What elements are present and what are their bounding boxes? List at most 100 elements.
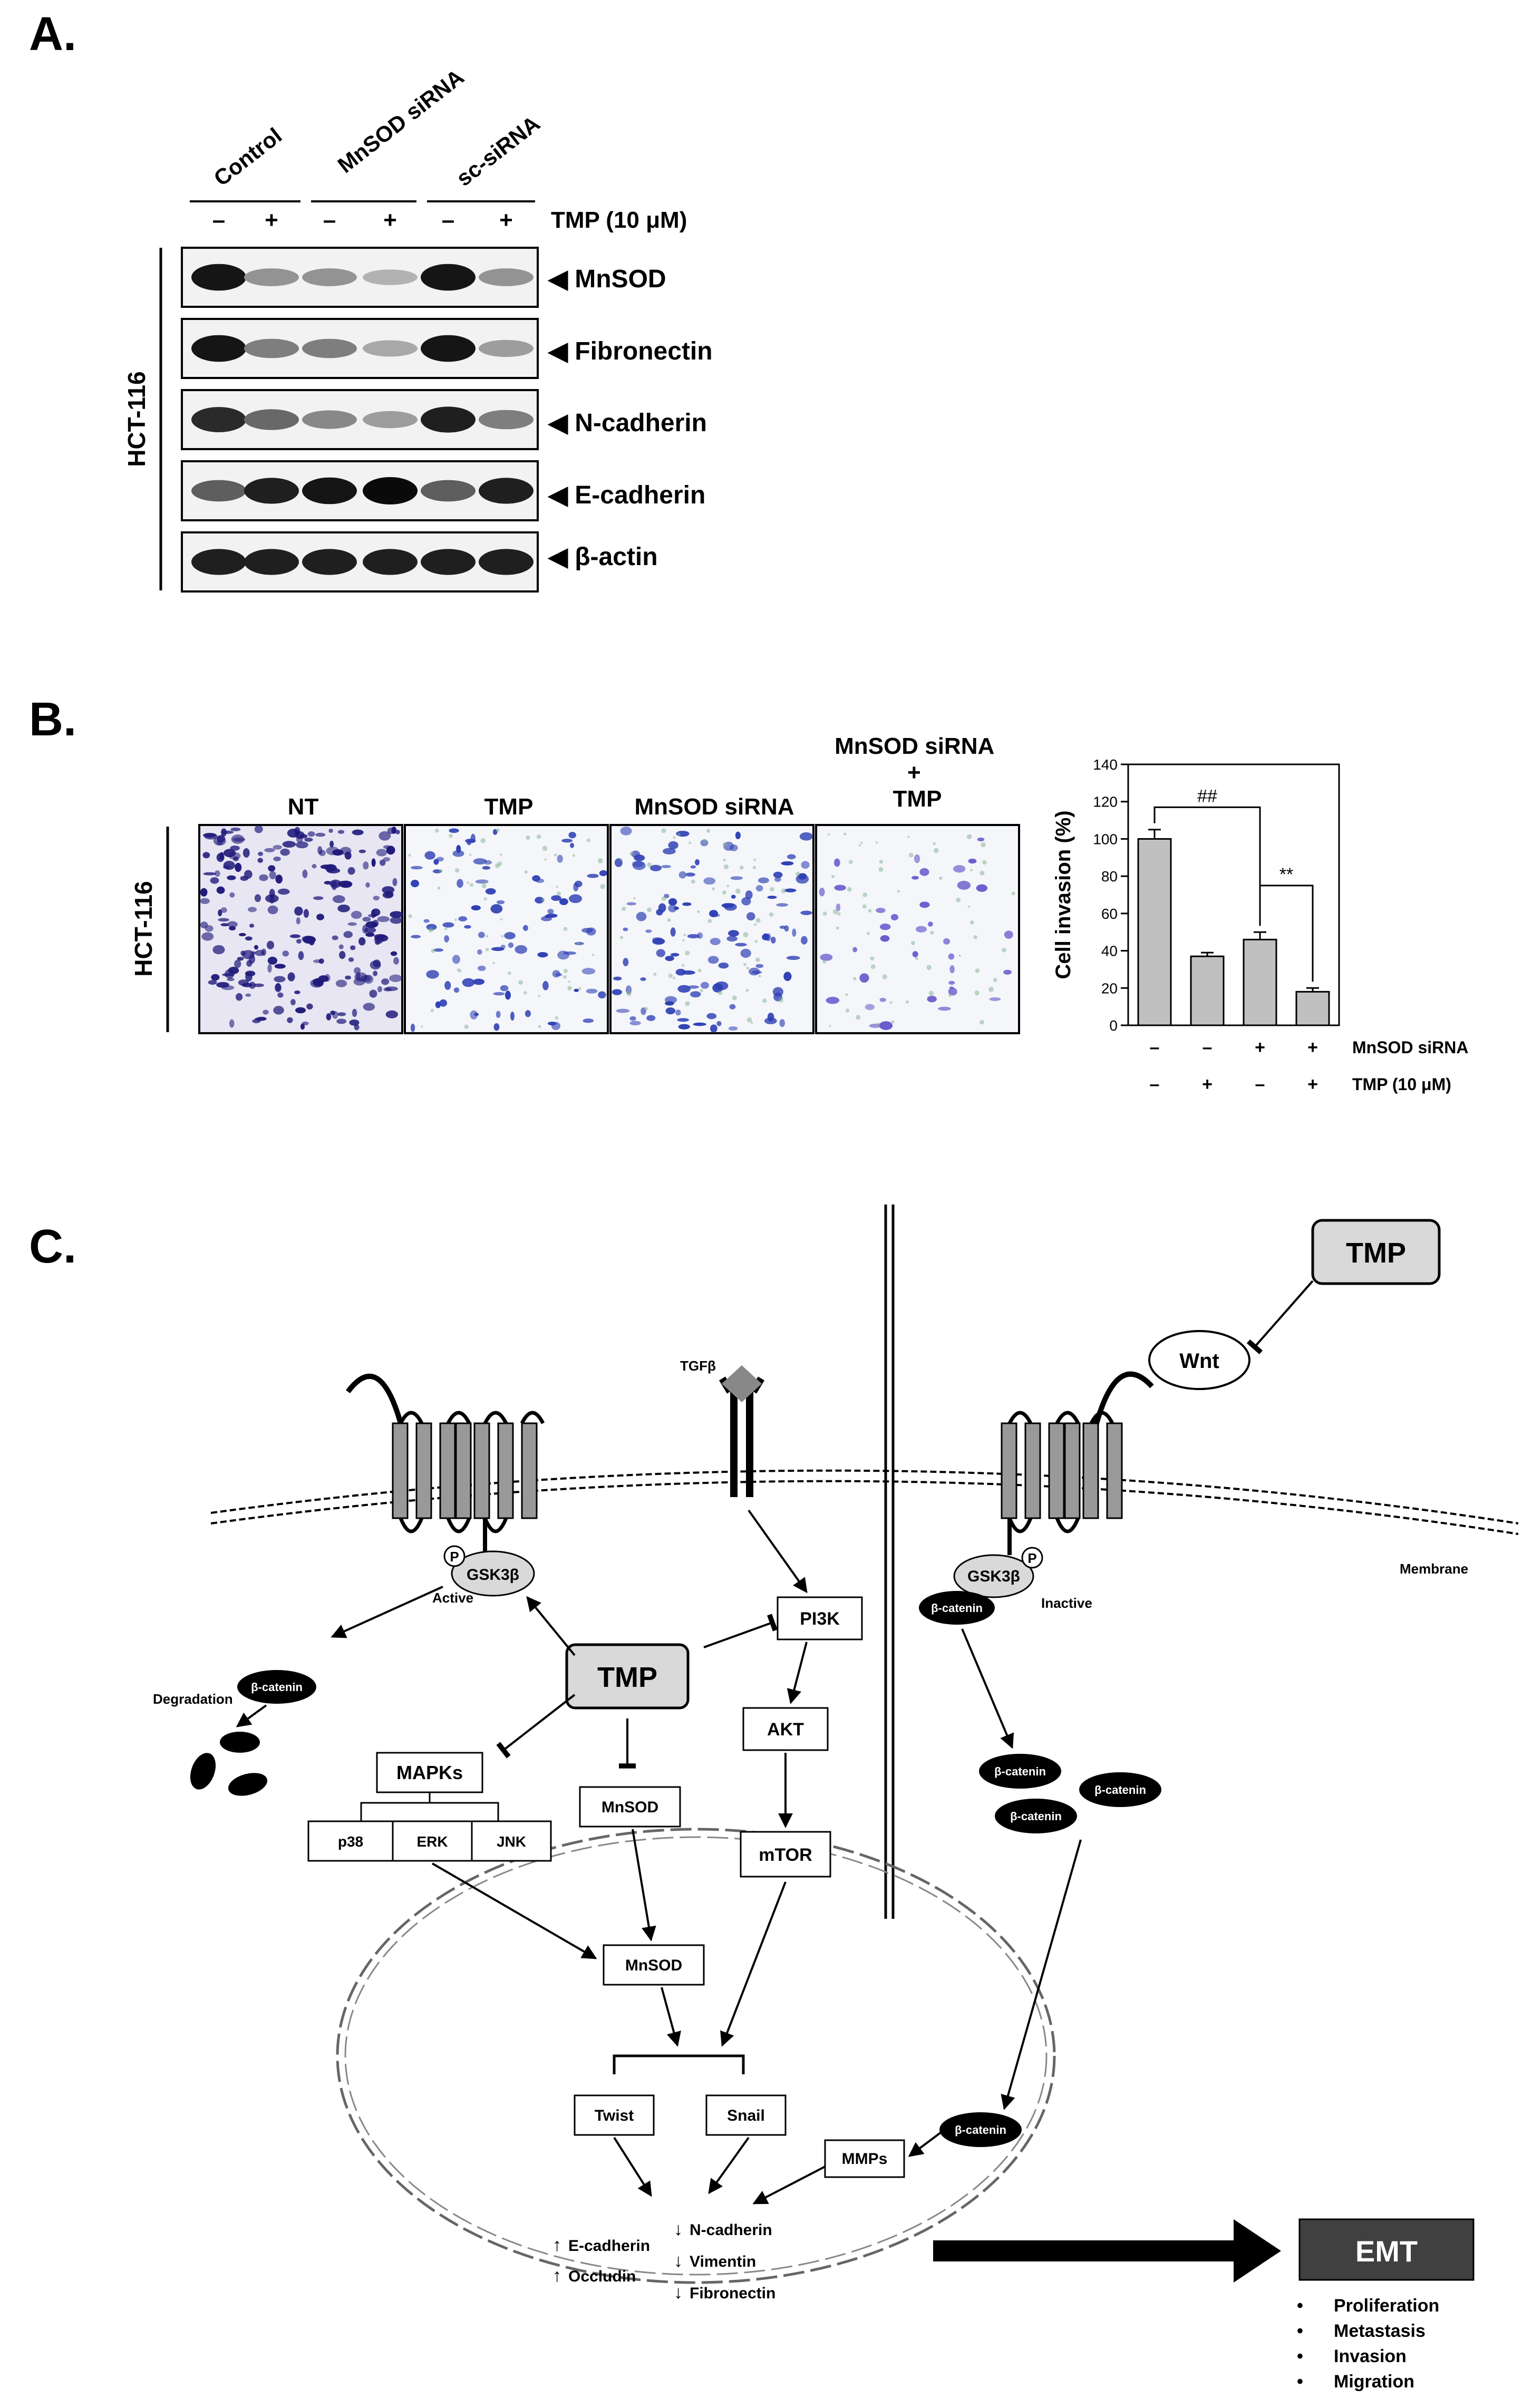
invading-cell bbox=[433, 948, 444, 952]
cell-line-label-b: HCT-116 bbox=[130, 881, 157, 977]
invading-cell bbox=[919, 901, 930, 908]
significance-label: ## bbox=[1197, 786, 1217, 806]
invading-cell bbox=[377, 916, 390, 923]
gsk3b-inactive bbox=[953, 1554, 1034, 1598]
invading-cell bbox=[482, 866, 491, 870]
invading-cell bbox=[424, 851, 435, 860]
invading-cell bbox=[216, 982, 229, 988]
invading-cell bbox=[623, 958, 629, 967]
invading-cell bbox=[280, 848, 290, 856]
invading-cell bbox=[943, 938, 951, 945]
invading-cell bbox=[239, 933, 246, 937]
membrane-pore bbox=[661, 828, 666, 833]
membrane-pore bbox=[754, 939, 758, 943]
invading-cell bbox=[216, 886, 225, 894]
tmp-box-center bbox=[565, 1643, 690, 1710]
invading-cell bbox=[390, 917, 403, 924]
invading-cell bbox=[745, 890, 753, 900]
invading-cell bbox=[640, 977, 646, 981]
invading-cell bbox=[865, 1004, 875, 1011]
invading-cell bbox=[267, 905, 278, 915]
invading-cell bbox=[348, 957, 354, 962]
invading-cell bbox=[347, 867, 355, 875]
invading-cell bbox=[382, 891, 394, 899]
invading-cell bbox=[275, 875, 283, 884]
membrane-pore bbox=[770, 887, 774, 892]
invading-cell bbox=[665, 1007, 676, 1015]
invading-cell bbox=[227, 921, 238, 928]
membrane-pore bbox=[526, 836, 530, 840]
membrane-pore bbox=[449, 834, 453, 838]
invading-cell bbox=[336, 1018, 347, 1024]
membrane-pore bbox=[542, 846, 548, 851]
invading-cell bbox=[573, 882, 579, 892]
invading-cell bbox=[411, 935, 421, 939]
mnsod-label: MnSOD bbox=[625, 1957, 682, 1974]
edge-tgfb-to-pi3k bbox=[748, 1509, 808, 1594]
invading-cell bbox=[358, 849, 366, 853]
membrane-pore bbox=[829, 1025, 831, 1027]
membrane-pore bbox=[973, 935, 977, 939]
membrane-pore bbox=[661, 896, 666, 901]
invading-cell bbox=[254, 894, 261, 902]
invading-cell bbox=[306, 1003, 313, 1010]
invading-cell bbox=[387, 827, 396, 834]
invading-cell bbox=[204, 833, 218, 840]
invading-cell bbox=[363, 861, 369, 870]
x-sign-row1: + bbox=[1255, 1037, 1265, 1057]
membrane-pore bbox=[755, 957, 760, 963]
invading-cell bbox=[335, 979, 347, 987]
membrane-pore bbox=[769, 912, 774, 917]
membrane-pore bbox=[860, 841, 863, 844]
membrane-pore bbox=[444, 927, 448, 930]
membrane-pore bbox=[778, 997, 783, 1003]
invading-cell bbox=[551, 1022, 560, 1030]
invading-cell bbox=[385, 986, 398, 992]
invading-cell bbox=[485, 888, 496, 895]
svg-text:N-cadherin: N-cadherin bbox=[690, 2221, 772, 2239]
invading-cell bbox=[377, 986, 383, 993]
bar bbox=[1190, 955, 1225, 1026]
mmps-label: MMPs bbox=[842, 2150, 888, 2168]
invading-cell bbox=[200, 888, 208, 897]
membrane-pore bbox=[689, 841, 691, 844]
invading-cell bbox=[343, 931, 353, 938]
blot-band bbox=[302, 477, 357, 504]
membrane-pore bbox=[981, 842, 986, 848]
invading-cell bbox=[313, 896, 324, 900]
invading-cell bbox=[826, 996, 840, 1004]
invading-cell bbox=[227, 875, 236, 880]
invading-cell bbox=[254, 983, 264, 987]
membrane-pore bbox=[722, 890, 726, 895]
blot-band bbox=[191, 549, 246, 575]
invading-cell bbox=[649, 865, 662, 871]
invading-cell bbox=[645, 929, 652, 933]
membrane-pore bbox=[538, 995, 540, 997]
bar bbox=[1295, 991, 1330, 1026]
invading-cell bbox=[436, 857, 444, 862]
frizzled-receptor-left bbox=[346, 1374, 545, 1555]
invading-cell bbox=[678, 871, 687, 879]
invading-cell bbox=[389, 974, 402, 982]
membrane-pore bbox=[501, 935, 504, 938]
blot-band bbox=[421, 480, 476, 502]
blot-label-beta-actin: ◀ β-actin bbox=[547, 543, 658, 571]
invading-cell bbox=[395, 830, 400, 834]
invading-cell bbox=[220, 923, 229, 927]
significance-bracket bbox=[1153, 806, 1261, 926]
invading-cell bbox=[876, 908, 886, 913]
invading-cell bbox=[957, 880, 971, 890]
invading-cell bbox=[312, 863, 317, 869]
invading-cell bbox=[268, 865, 276, 872]
invading-cell bbox=[632, 861, 646, 870]
invading-cell bbox=[746, 912, 755, 921]
group-label-control: Control bbox=[209, 123, 287, 191]
blot-band bbox=[363, 269, 418, 285]
svg-text:•: • bbox=[1297, 2321, 1303, 2341]
invading-cell bbox=[525, 1010, 531, 1017]
jnk-box bbox=[471, 1820, 552, 1862]
blot-band bbox=[421, 406, 476, 433]
gsk3b-active bbox=[451, 1550, 535, 1597]
membrane-pore bbox=[483, 861, 486, 865]
snail-box bbox=[705, 2094, 787, 2136]
